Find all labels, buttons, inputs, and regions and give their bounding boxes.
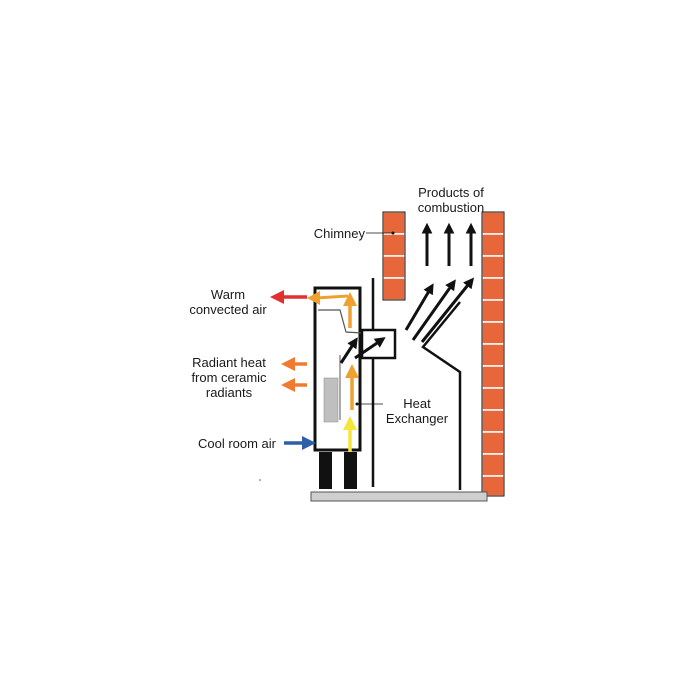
heater-baffle [318, 309, 363, 334]
label-radiant-heat: Radiant heat from ceramic radiants [191, 355, 267, 400]
flow-arrow-orange-lower [345, 364, 359, 410]
flue-arrow-1 [339, 337, 358, 364]
heat-exchanger-box [360, 328, 397, 360]
warm-convected-air-arrow [270, 290, 307, 304]
radiant-heat-arrow-1 [281, 357, 307, 371]
ceramic-radiant-panel [323, 377, 339, 423]
cool-room-air-arrow [284, 436, 316, 450]
label-chimney: Chimney [313, 226, 365, 241]
label-warm-convected-air: Warm convected air [189, 287, 267, 317]
label-heat-exchanger: Heat Exchanger [385, 396, 449, 426]
combustion-arrow-diag-1 [404, 283, 434, 331]
brick-wall-right [481, 211, 505, 497]
flue-arrow-2 [354, 337, 386, 360]
chimney-left-outline [382, 211, 406, 301]
label-products-of-combustion: Products of combustion [417, 185, 485, 215]
chimney-left-bricks [382, 211, 406, 301]
heat-exchanger-leader-dot [355, 402, 359, 406]
heater-leg-left [319, 452, 332, 489]
hearth-floor [310, 491, 488, 502]
fireplace-side-wall [421, 301, 462, 490]
flow-arrow-yellow [343, 416, 357, 452]
heater-leg-right [344, 452, 357, 489]
warm-air-outlet-arrow [307, 291, 349, 305]
speck [259, 479, 261, 481]
chimney-leader-dot [391, 231, 395, 235]
combustion-arrow-diag-3 [420, 277, 475, 343]
label-cool-room-air: Cool room air [197, 436, 276, 451]
radiant-heat-arrow-2 [281, 378, 307, 392]
brick-wall-outline [481, 211, 505, 497]
combustion-arrow-diag-2 [411, 279, 456, 341]
flow-arrow-orange-upper [343, 292, 357, 328]
